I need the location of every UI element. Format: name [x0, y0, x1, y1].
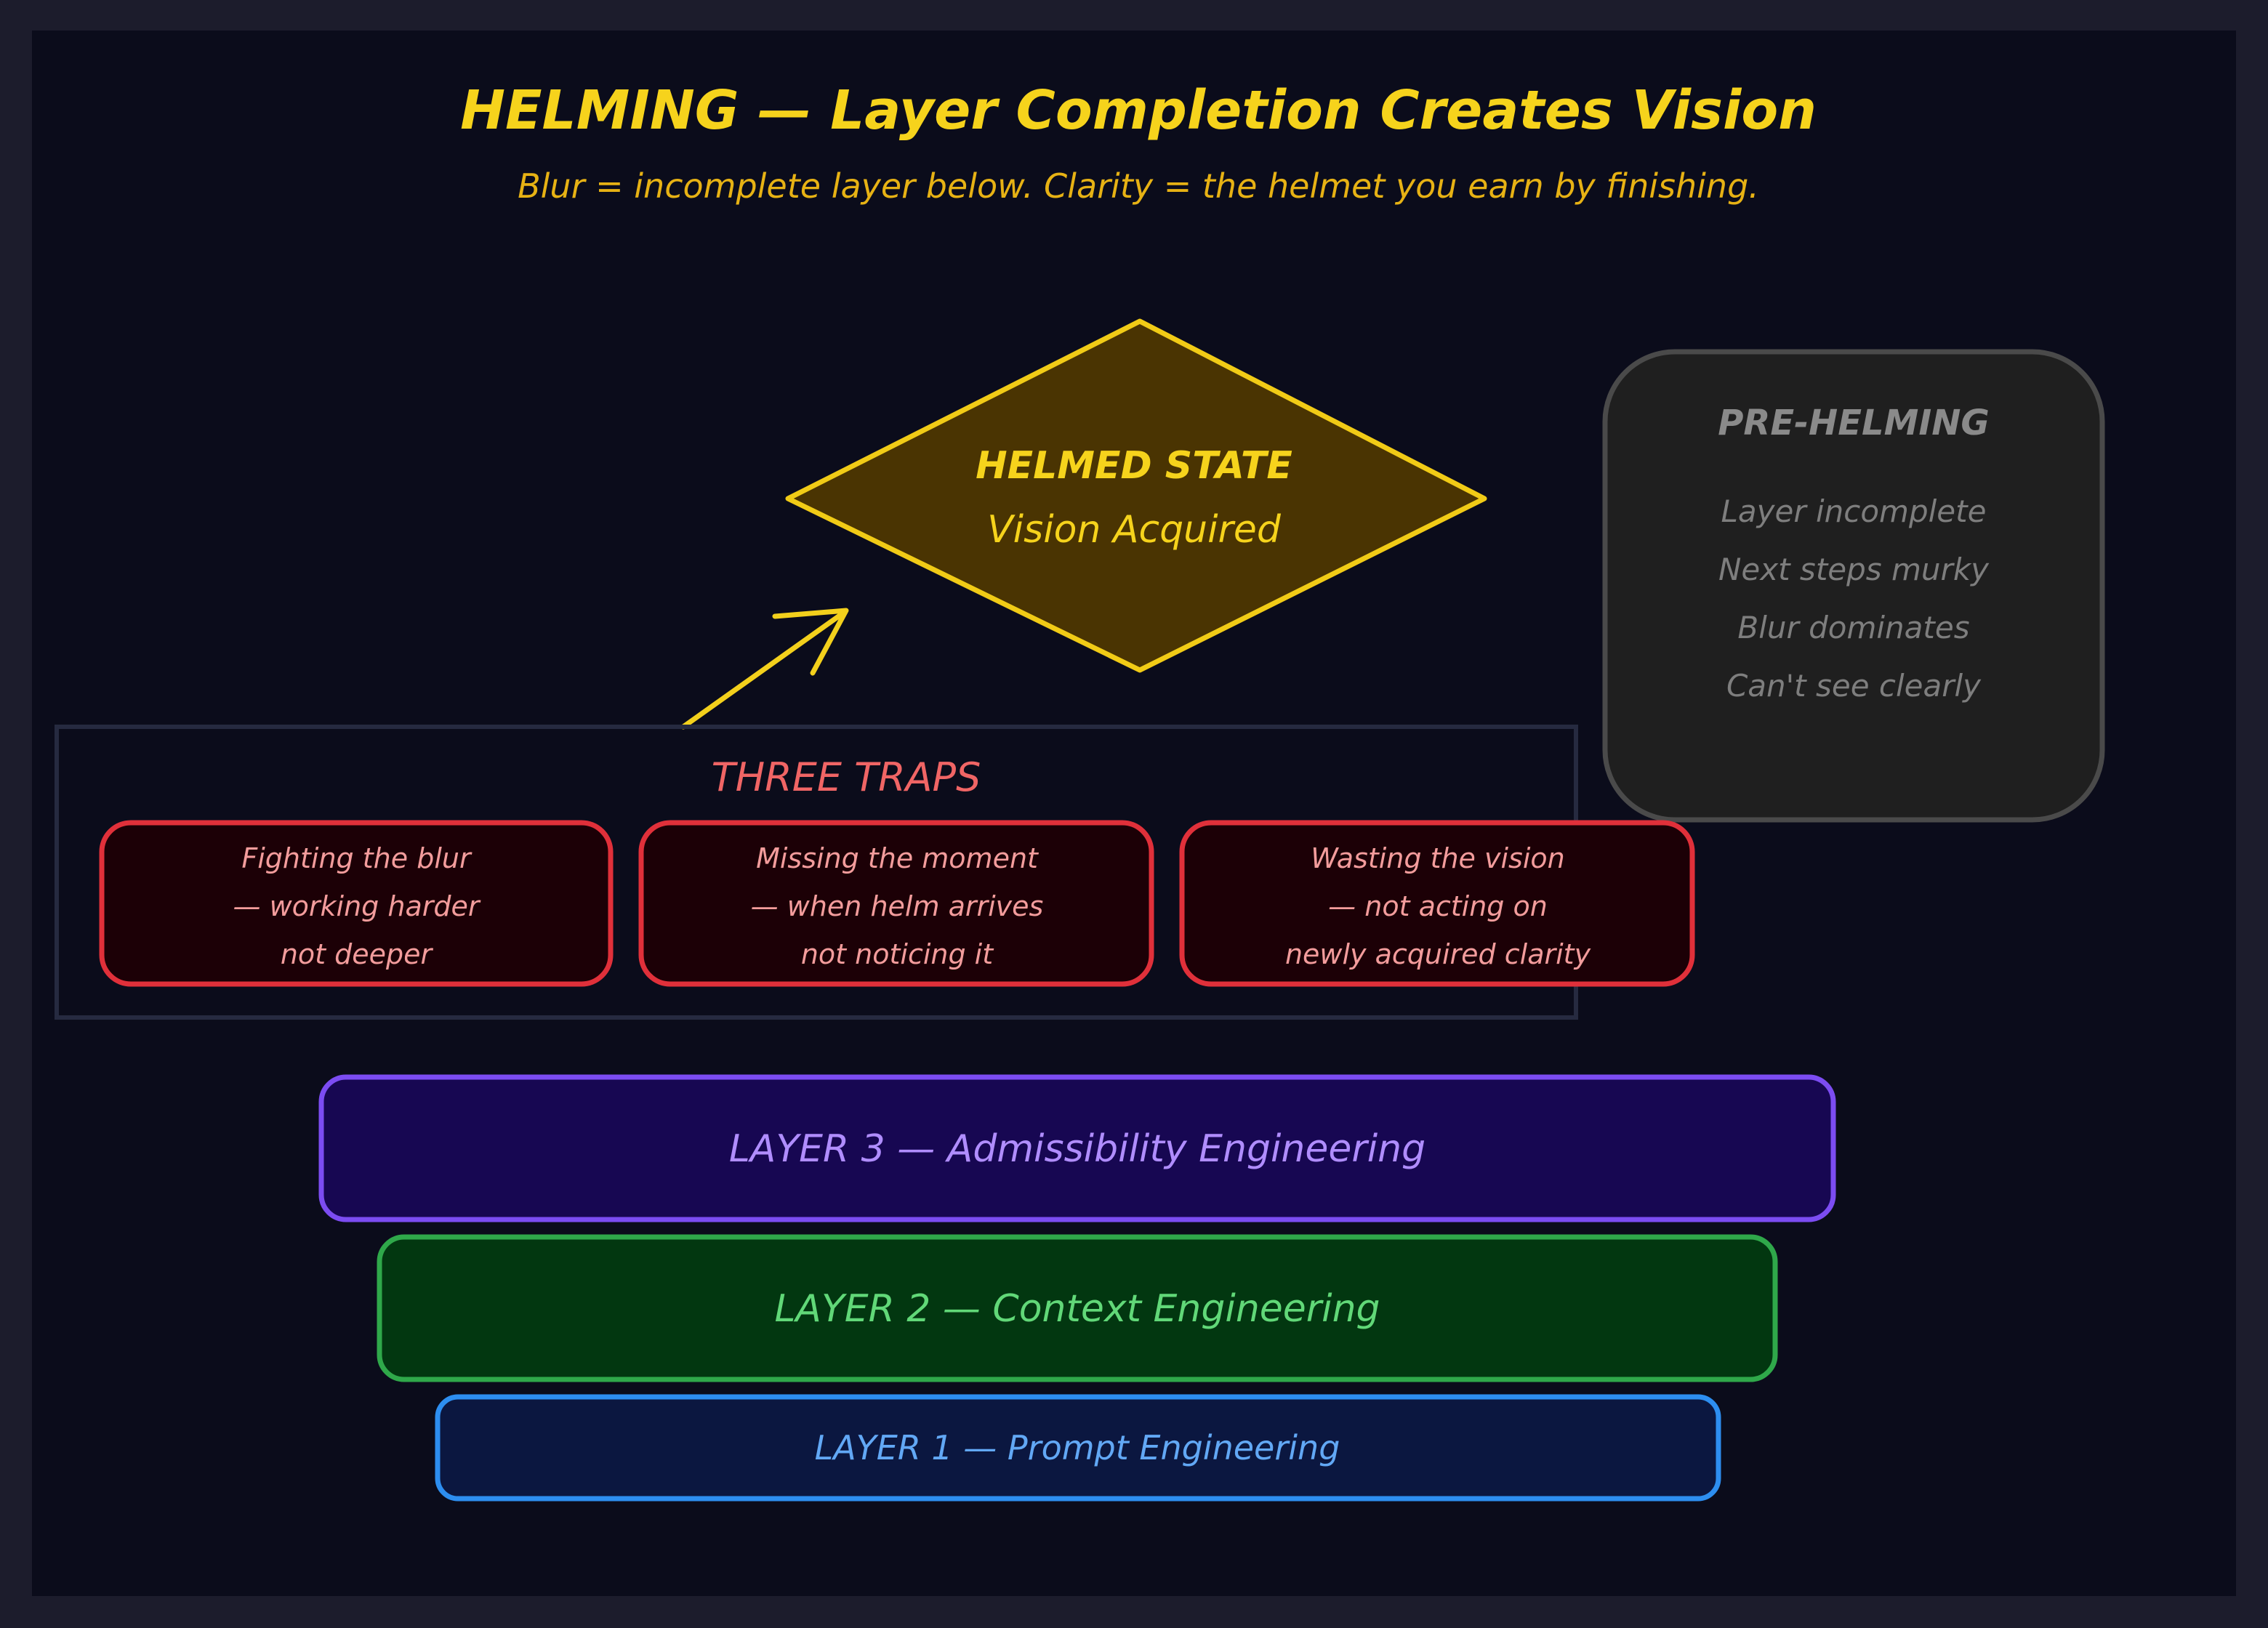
diagram-subtitle: Blur = incomplete layer below. Clarity =…: [518, 166, 1759, 206]
layer-2-label: LAYER 2 — Context Engineering: [774, 1287, 1380, 1331]
pre-helming-box: PRE-HELMING Layer incomplete Next steps …: [1602, 349, 2105, 823]
trap-card-line: — not acting on: [1328, 890, 1548, 922]
three-traps-group: THREE TRAPS Fighting the blur — working …: [55, 725, 1695, 1020]
helmed-state-node: HELMED STATE Vision Acquired: [785, 318, 1487, 673]
layer-1-box: LAYER 1 — Prompt Engineering: [435, 1394, 1721, 1502]
trap-card-line: — working harder: [233, 890, 481, 922]
helmed-state-subtitle: Vision Acquired: [987, 508, 1282, 552]
layer-1-label: LAYER 1 — Prompt Engineering: [815, 1428, 1340, 1467]
pre-helming-line: Next steps murky: [1718, 552, 1990, 587]
trap-card-line: not noticing it: [801, 938, 994, 970]
layer-3-box: LAYER 3 — Admissibility Engineering: [318, 1074, 1836, 1222]
arrow-to-helmed-state: [680, 608, 849, 730]
diagram-canvas: HELMING — Layer Completion Creates Visio…: [32, 31, 2236, 1596]
trap-card-line: Wasting the vision: [1311, 842, 1565, 874]
trap-card: Fighting the blur — working harder not d…: [99, 820, 614, 987]
pre-helming-line: Layer incomplete: [1721, 493, 1987, 529]
helmed-state-diamond: [785, 318, 1487, 673]
layer-2-box: LAYER 2 — Context Engineering: [377, 1234, 1778, 1382]
pre-helming-title: PRE-HELMING: [1718, 403, 1990, 443]
trap-card-line: — when helm arrives: [751, 890, 1044, 922]
trap-card-line: Fighting the blur: [241, 842, 472, 874]
diagram-title: HELMING — Layer Completion Creates Visio…: [460, 79, 1817, 142]
trap-card: Wasting the vision — not acting on newly…: [1179, 820, 1695, 987]
pre-helming-line: Can't see clearly: [1726, 668, 1982, 704]
trap-card-line: newly acquired clarity: [1285, 938, 1591, 970]
trap-card: Missing the moment — when helm arrives n…: [638, 820, 1154, 987]
helmed-state-title: HELMED STATE: [976, 444, 1292, 488]
diagram-svg: HELMING — Layer Completion Creates Visio…: [55, 79, 2105, 1502]
trap-card-line: not deeper: [281, 938, 434, 970]
layer-3-label: LAYER 3 — Admissibility Engineering: [729, 1127, 1425, 1171]
three-traps-title: THREE TRAPS: [712, 754, 981, 800]
trap-card-line: Missing the moment: [756, 842, 1040, 874]
pre-helming-line: Blur dominates: [1737, 610, 1969, 645]
